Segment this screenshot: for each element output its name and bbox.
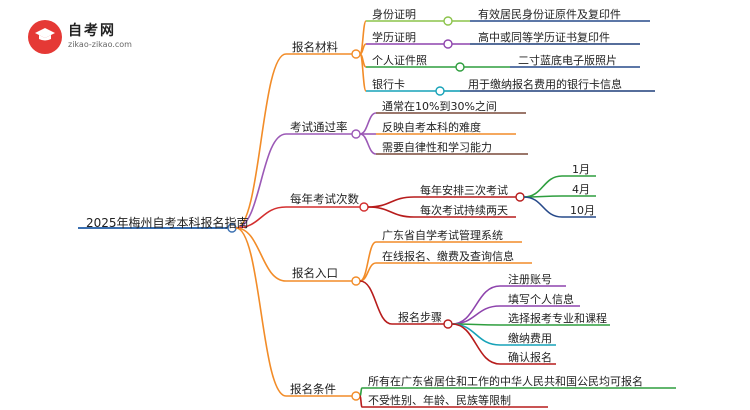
leaf-label-passrate-discipline: 需要自律性和学习能力 [382, 141, 492, 154]
month-label-oct: 10月 [570, 204, 595, 217]
root-node-label: 2025年梅州自考本科报名指南 [86, 216, 249, 230]
leaf-label-no-limits: 不受性别、年龄、民族等限制 [368, 394, 511, 407]
leaf-label-photo: 个人证件照 [372, 54, 427, 67]
step-connector-0 [451, 285, 501, 325]
branch-label-materials: 报名材料 [292, 40, 338, 54]
step-label-confirm: 确认报名 [508, 351, 552, 364]
cap-glyph-icon [35, 28, 55, 41]
conditions-connector-1 [359, 395, 363, 408]
leaf-label-system: 广东省自学考试管理系统 [382, 229, 503, 242]
detail-label-education: 高中或同等学历证书复印件 [478, 31, 610, 44]
leaf-label-bankcard: 银行卡 [372, 78, 405, 91]
materials-leaf-circle-2 [455, 62, 465, 72]
exam-leaf-circle-0 [515, 192, 525, 202]
root-to-branch-connector-1 [235, 133, 287, 229]
branch-label-passrate: 考试通过率 [290, 120, 348, 134]
step-label-register: 注册账号 [508, 273, 552, 286]
leaf-label-citizens: 所有在广东省居住和工作的中华人民共和国公民均可报名 [368, 375, 643, 388]
materials-leaf-circle-3 [435, 86, 445, 96]
conditions-connector-0 [359, 387, 363, 397]
detail-label-id: 有效居民身份证原件及复印件 [478, 8, 621, 21]
leaf-label-education: 学历证明 [372, 31, 416, 44]
leaf-label-passrate-difficulty: 反映自考本科的难度 [382, 121, 481, 134]
exam-connector-0 [367, 196, 415, 208]
logo-title: 自考网 [68, 23, 116, 39]
month-connector-0 [523, 175, 563, 198]
branch-node-circle-3 [351, 276, 361, 286]
leaf-label-two-days: 每次考试持续两天 [420, 204, 508, 217]
leaf-label-online: 在线报名、缴费及查询信息 [382, 250, 514, 263]
leaf-label-three-exams: 每年安排三次考试 [420, 184, 508, 197]
exam-connector-1 [367, 206, 415, 218]
leaf-label-steps: 报名步骤 [398, 311, 442, 324]
step-connector-1 [451, 305, 501, 325]
step-connector-4 [451, 323, 501, 365]
materials-leaf-circle-1 [443, 39, 453, 49]
entry-connector-0 [359, 241, 377, 282]
materials-leaf-circle-0 [443, 16, 453, 26]
root-to-branch-connector-4 [235, 227, 287, 397]
month-connector-2 [523, 196, 563, 218]
branch-node-circle-1 [351, 129, 361, 139]
branch-label-entry: 报名入口 [292, 266, 338, 280]
materials-connector-3 [359, 53, 367, 92]
materials-connector-1 [359, 43, 367, 55]
branch-node-circle-2 [359, 202, 369, 212]
root-to-branch-connector-3 [235, 227, 287, 282]
passrate-connector-2 [359, 133, 377, 155]
branch-node-circle-0 [351, 49, 361, 59]
entry-connector-2 [359, 280, 393, 325]
branch-label-exam-times: 每年考试次数 [290, 192, 359, 206]
branch-node-circle-4 [351, 391, 361, 401]
step-label-fill-info: 填写个人信息 [508, 293, 574, 306]
step-label-pay: 缴纳费用 [508, 332, 552, 345]
graduation-cap-icon [28, 20, 62, 54]
root-to-branch-connector-0 [235, 53, 287, 229]
passrate-connector-0 [359, 112, 377, 135]
root-to-branch-connector-2 [235, 206, 287, 229]
step-connector-3 [451, 323, 501, 346]
detail-label-photo: 二寸蓝底电子版照片 [518, 54, 617, 67]
branch-label-conditions: 报名条件 [290, 382, 336, 396]
leaf-label-id: 身份证明 [372, 8, 416, 21]
detail-label-bankcard: 用于缴纳报名费用的银行卡信息 [468, 78, 622, 91]
step-label-choose-major: 选择报考专业和课程 [508, 312, 607, 325]
logo-url: zikao-zikao.com [68, 40, 132, 49]
logo: 自考网 zikao-zikao.com [28, 18, 148, 54]
leaf-label-passrate-range: 通常在10%到30%之间 [382, 100, 497, 113]
month-label-apr: 4月 [572, 183, 590, 196]
month-label-jan: 1月 [572, 163, 590, 176]
entry-steps-circle [443, 319, 453, 329]
